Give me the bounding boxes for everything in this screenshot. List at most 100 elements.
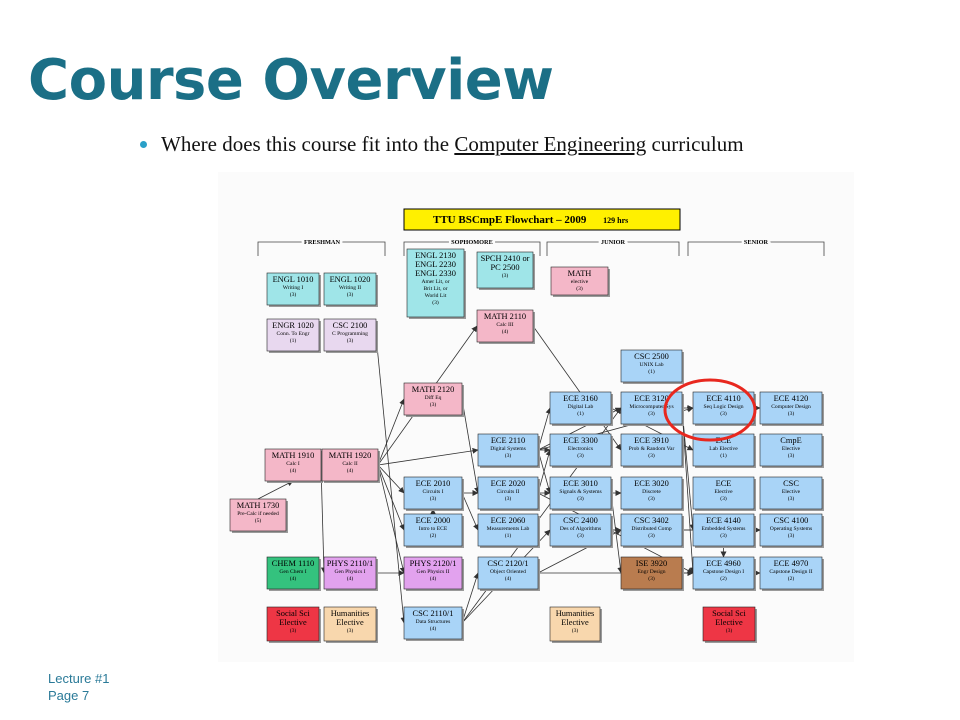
flowchart-hours: 129 hrs — [603, 216, 628, 225]
course-box-fill — [620, 556, 683, 590]
course-detail: (2) — [720, 575, 727, 582]
course-code: MATH 1730 — [237, 501, 280, 510]
course-detail: (3) — [576, 285, 583, 292]
column-header-freshman: FRESHMAN — [304, 239, 340, 246]
course-detail: (2) — [788, 575, 795, 582]
bullet-dot-icon — [140, 140, 147, 148]
course-detail: (3) — [430, 495, 437, 502]
course-code: CSC 2400 — [563, 516, 598, 525]
course-code: CmpE — [780, 436, 801, 445]
course-box-fill — [403, 513, 463, 547]
curriculum-flowchart: TTU BSCmpE Flowchart – 2009 129 hrs FRES… — [218, 172, 854, 662]
course-detail: (3) — [788, 452, 795, 459]
course-code: ENGL 2130 — [415, 251, 456, 260]
course-detail: (3) — [720, 495, 727, 502]
course-code: ECE 2020 — [491, 479, 526, 488]
flowchart-title: TTU BSCmpE Flowchart – 2009 — [433, 214, 587, 226]
course-box-fill — [266, 556, 320, 590]
course-code: CSC 2500 — [634, 352, 669, 361]
course-code: ECE 4120 — [774, 394, 809, 403]
course-code: Humanities — [331, 609, 370, 618]
course-code: Humanities — [556, 609, 595, 618]
course-code: ENGR 1020 — [272, 321, 314, 330]
lecture-number: Lecture #1 — [48, 671, 110, 686]
course-box-fill — [266, 272, 320, 306]
highlight-circle — [663, 378, 757, 442]
course-detail: (4) — [290, 467, 297, 474]
course-code: ECE — [716, 479, 732, 488]
course-box-fill — [403, 606, 463, 640]
course-box-fill — [266, 606, 320, 642]
course-box-fill — [549, 606, 601, 642]
course-detail: (4) — [430, 625, 437, 632]
course-detail: Discrete — [642, 489, 661, 495]
course-box-fill — [759, 391, 823, 425]
course-code: MATH 1910 — [272, 451, 315, 460]
course-box-fill — [323, 606, 377, 642]
course-code: PHYS 2120/1 — [410, 559, 457, 568]
course-detail: (4) — [290, 575, 297, 582]
course-detail: Object Oriented — [490, 569, 526, 575]
course-detail: (3) — [648, 495, 655, 502]
page-number: Page 7 — [48, 688, 90, 703]
flowchart-title-banner: TTU BSCmpE Flowchart – 2009 129 hrs — [403, 208, 681, 231]
course-code: ECE — [716, 436, 732, 445]
course-detail: Calc II — [342, 461, 358, 467]
course-detail: Digital Systems — [490, 446, 526, 452]
course-detail: World Lit — [425, 293, 447, 299]
course-box-fill — [620, 349, 683, 383]
course-detail: Data Structures — [416, 619, 451, 625]
course-detail: (1) — [290, 337, 297, 344]
course-detail: (4) — [505, 575, 512, 582]
course-box-fill — [403, 382, 463, 416]
prereq-arrow-math1730-math1910 — [257, 480, 294, 500]
course-detail: (3) — [726, 627, 733, 634]
prereq-arrow-math2110-ece3910 — [532, 325, 622, 451]
course-code: Social Sci — [276, 609, 310, 618]
course-detail: Gen Physics II — [417, 569, 450, 575]
course-box-fill — [403, 476, 463, 510]
course-box-fill — [692, 391, 755, 425]
course-detail: (3) — [648, 452, 655, 459]
course-detail: (3) — [648, 532, 655, 539]
course-detail: (5) — [255, 517, 262, 524]
course-detail: Prob & Random Var — [629, 446, 675, 452]
course-box-fill — [549, 433, 612, 467]
course-code: ECE 4960 — [706, 559, 741, 568]
course-detail: (3) — [505, 495, 512, 502]
course-detail: Capstone Design I — [703, 569, 744, 575]
course-box-fill — [477, 476, 539, 510]
course-detail: Computer Design — [771, 404, 811, 410]
course-detail: Elective — [714, 489, 733, 495]
bullet-item: Where does this course fit into the Comp… — [140, 132, 744, 157]
course-code: MATH 1920 — [329, 451, 372, 460]
course-detail: (1) — [648, 368, 655, 375]
course-detail: (3) — [290, 291, 297, 298]
course-box-fill — [549, 476, 612, 510]
course-detail: Brit Lit, or — [423, 286, 447, 292]
course-box-fill — [229, 498, 287, 532]
course-detail: Engr Design — [637, 569, 665, 575]
bullet-link-computer-engineering[interactable]: Computer Engineering — [454, 132, 647, 156]
course-code: MATH 2120 — [412, 385, 455, 394]
